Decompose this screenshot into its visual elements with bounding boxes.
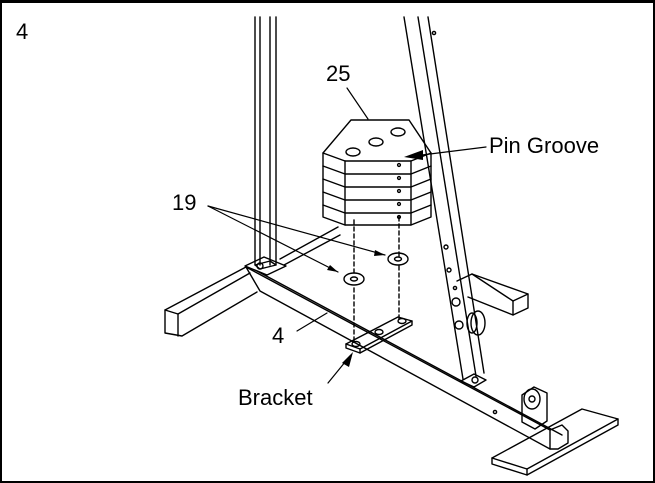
assembly-illustration: [164, 16, 619, 476]
left-upright: [254, 16, 277, 270]
pin-groove-label: Pin Groove: [489, 133, 600, 158]
step-number: 4: [16, 19, 29, 44]
alignment-lines: [353, 216, 400, 344]
callout-arrowheads: [327, 150, 423, 367]
base-label: 4: [272, 323, 285, 348]
bracket: [345, 316, 413, 354]
weight-stack: [322, 119, 432, 226]
washers-label: 19: [172, 190, 197, 215]
washers: [343, 252, 409, 286]
base-frame: [164, 226, 619, 476]
bracket-label: Bracket: [238, 385, 313, 410]
weight-stack-label: 25: [326, 61, 351, 86]
